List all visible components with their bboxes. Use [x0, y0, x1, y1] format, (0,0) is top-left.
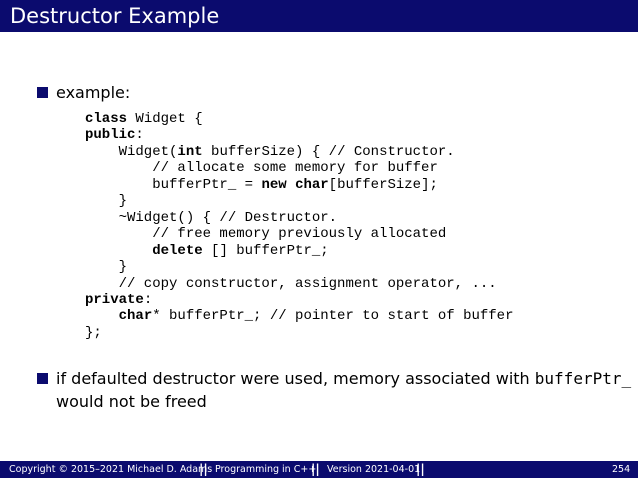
code-keyword: char — [118, 308, 153, 325]
code-keyword: private — [85, 291, 144, 308]
title-bar: Destructor Example — [0, 0, 638, 32]
footer-page-number: 254 — [612, 464, 631, 475]
code-line: // allocate some memory for buffer — [85, 160, 438, 177]
inline-code: bufferPtr_ — [534, 369, 632, 388]
code-line: public: — [85, 127, 144, 144]
code-keyword: public — [85, 127, 136, 144]
code-line: bufferPtr_ = new char[bufferSize]; — [85, 176, 438, 193]
bullet-square-icon — [37, 87, 48, 98]
code-line: ~Widget() { // Destructor. — [85, 209, 338, 226]
code-keyword: char — [295, 176, 329, 193]
code-keyword: new — [261, 176, 287, 193]
code-line: Widget(int bufferSize) { // Constructor. — [85, 143, 455, 160]
code-line: class Widget { — [85, 111, 203, 127]
footer-version: Version 2021-04-01 — [327, 464, 421, 475]
code-line: // copy constructor, assignment operator… — [85, 275, 497, 292]
code-line: delete [] bufferPtr_; — [152, 242, 329, 259]
footer-course: Programming in C++ — [215, 464, 317, 475]
bullet-square-icon — [37, 373, 48, 384]
code-block: class Widget { public: Widget(int buffer… — [85, 111, 513, 341]
footer-copyright: Copyright © 2015–2021 Michael D. Adams — [9, 464, 213, 475]
code-line: } — [85, 193, 128, 210]
footer-separator: || — [199, 462, 208, 476]
code-keyword: delete — [152, 242, 203, 259]
code-line: } — [85, 259, 128, 276]
footer-separator: || — [416, 462, 425, 476]
bullet-text-part: if defaulted destructor were used, memor… — [56, 369, 535, 388]
code-keyword: int — [177, 143, 203, 160]
bullet-text-example: example: — [56, 83, 131, 102]
footer-separator: || — [311, 462, 320, 476]
slide-title: Destructor Example — [10, 4, 220, 28]
code-line: private: — [85, 291, 153, 308]
code-line: }; — [85, 324, 102, 341]
footer-bar: Copyright © 2015–2021 Michael D. Adams |… — [0, 461, 638, 478]
code-line: char* bufferPtr_; // pointer to start of… — [118, 308, 514, 325]
bullet-text-defaulted: if defaulted destructor were used, memor… — [56, 369, 631, 389]
code-line: // free memory previously allocated — [85, 226, 447, 243]
code-keyword: class — [85, 111, 128, 127]
bullet-text-continuation: would not be freed — [56, 392, 207, 411]
